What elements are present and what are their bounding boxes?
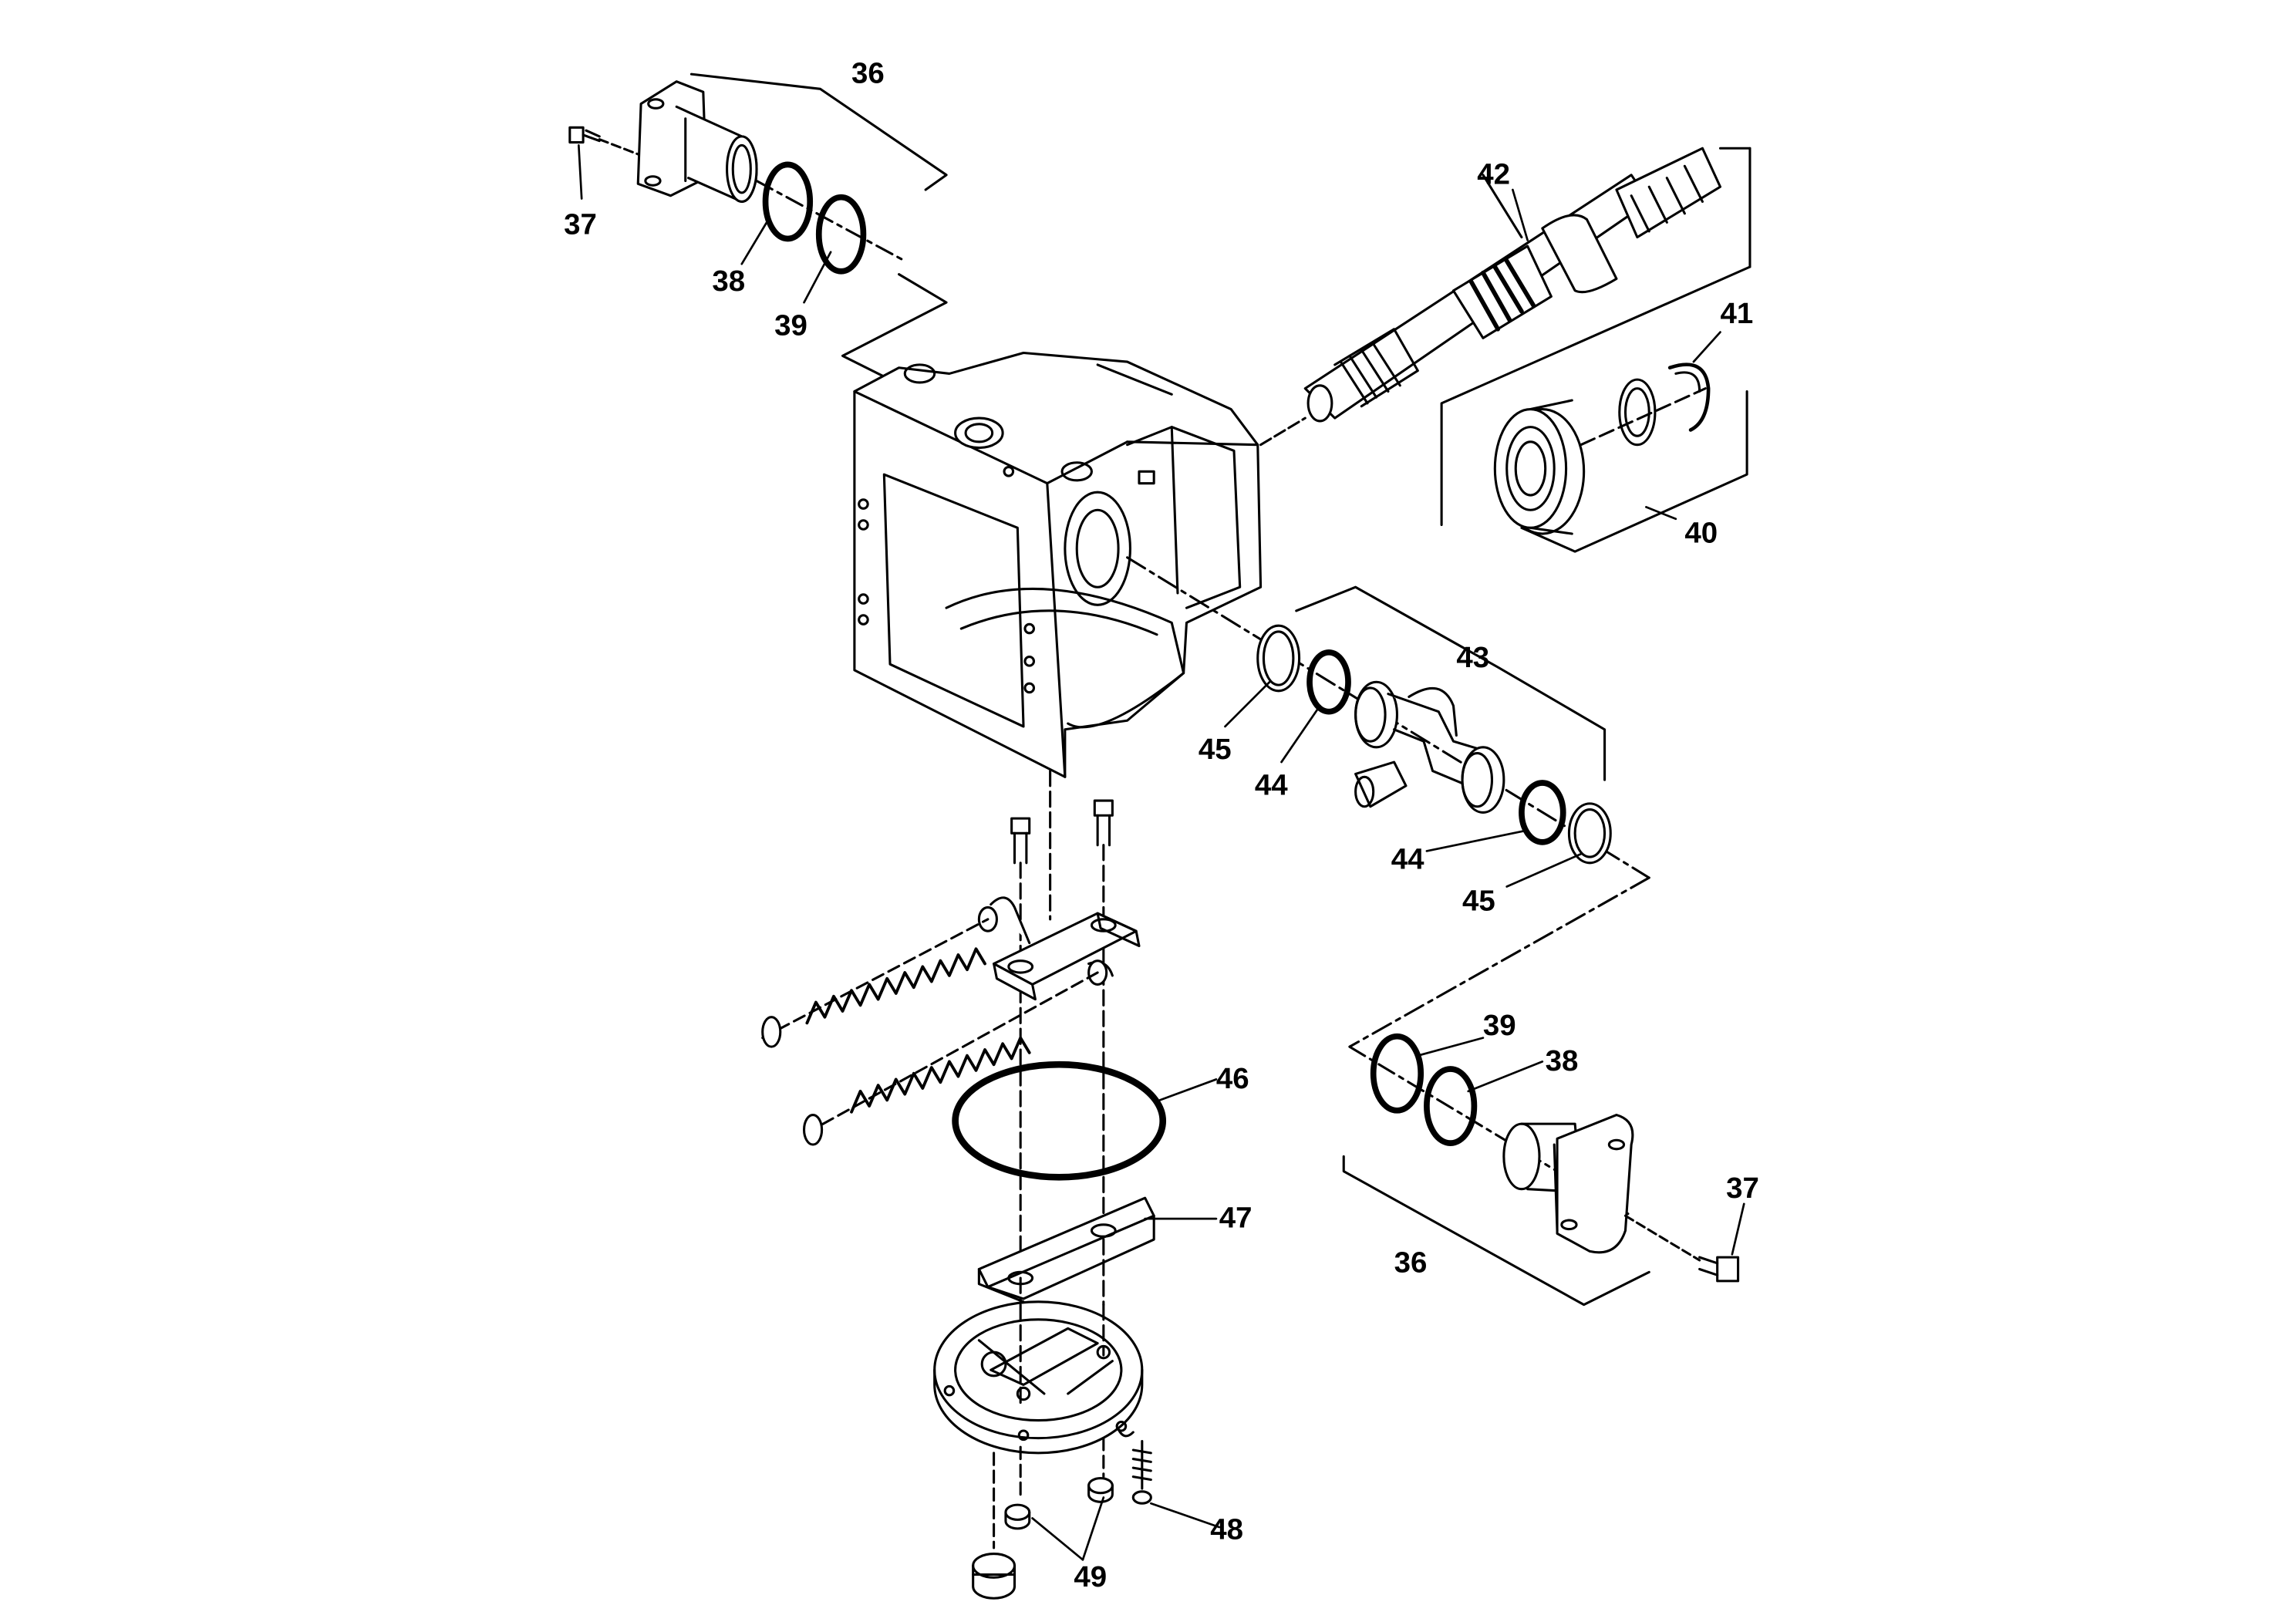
pump-housing <box>853 351 1263 778</box>
plug-49-left <box>1004 1445 1031 1530</box>
plug-49-right <box>1087 1437 1114 1503</box>
callout-37-upper: 37 <box>564 208 597 241</box>
callout-41: 41 <box>1721 297 1754 330</box>
callout-39-lower: 39 <box>1483 1009 1516 1042</box>
callout-45-lower: 45 <box>1462 884 1495 917</box>
o-ring-39-upper <box>815 194 867 275</box>
o-ring-38-lower <box>1424 1066 1478 1146</box>
screw-48 <box>1131 1439 1152 1505</box>
callout-48: 48 <box>1210 1512 1243 1546</box>
leader-lines <box>577 144 1745 1561</box>
bolt-37-lower <box>1623 1214 1740 1283</box>
bearing-40 <box>1493 399 1586 535</box>
callout-36-upper: 36 <box>851 57 885 90</box>
callout-44-lower: 44 <box>1391 842 1424 875</box>
o-ring-44-lower <box>1519 780 1566 845</box>
washer <box>1618 378 1657 447</box>
callout-labels: 36 37 38 39 42 41 40 43 45 44 44 45 39 3… <box>564 57 1759 1593</box>
callout-45-upper: 45 <box>1199 733 1232 766</box>
snap-ring-41 <box>1667 363 1711 432</box>
bolt-37-upper <box>568 126 639 156</box>
callout-47: 47 <box>1219 1202 1253 1235</box>
callout-44-upper: 44 <box>1255 768 1288 801</box>
o-ring-39-lower <box>1370 1033 1424 1114</box>
cover-part-36-upper <box>636 80 758 203</box>
callout-42: 42 <box>1477 157 1510 191</box>
large-plug <box>972 1452 1017 1600</box>
o-ring-38-upper <box>762 161 814 242</box>
callout-49: 49 <box>1074 1560 1107 1593</box>
callout-39-upper: 39 <box>774 309 807 342</box>
backup-ring-45-lower <box>1567 802 1612 865</box>
callout-43: 43 <box>1456 641 1489 674</box>
bracket-36-upper <box>689 73 948 381</box>
spring-lower <box>802 971 1099 1146</box>
backup-ring-45-upper <box>1256 624 1301 693</box>
callout-40: 40 <box>1684 517 1718 550</box>
o-ring-44-upper <box>1306 649 1351 715</box>
callout-46: 46 <box>1216 1062 1249 1095</box>
saddle-bracket <box>977 896 1141 1001</box>
bolt-pair-upper <box>1010 799 1114 865</box>
bracket-36-lower <box>1342 1155 1650 1307</box>
bracket-43 <box>1295 585 1607 781</box>
callout-38-lower: 38 <box>1546 1044 1579 1077</box>
spring-upper <box>761 918 990 1048</box>
guide-plate-47 <box>977 1196 1155 1303</box>
callout-37-lower: 37 <box>1726 1172 1759 1205</box>
end-cover <box>933 1300 1144 1455</box>
callout-38-upper: 38 <box>712 265 745 298</box>
o-ring-46 <box>952 1061 1167 1181</box>
drive-shaft-42 <box>1259 147 1752 447</box>
callout-36-lower: 36 <box>1394 1246 1428 1279</box>
valve-spool <box>1354 680 1505 814</box>
cover-part-36-lower <box>1502 1114 1634 1254</box>
